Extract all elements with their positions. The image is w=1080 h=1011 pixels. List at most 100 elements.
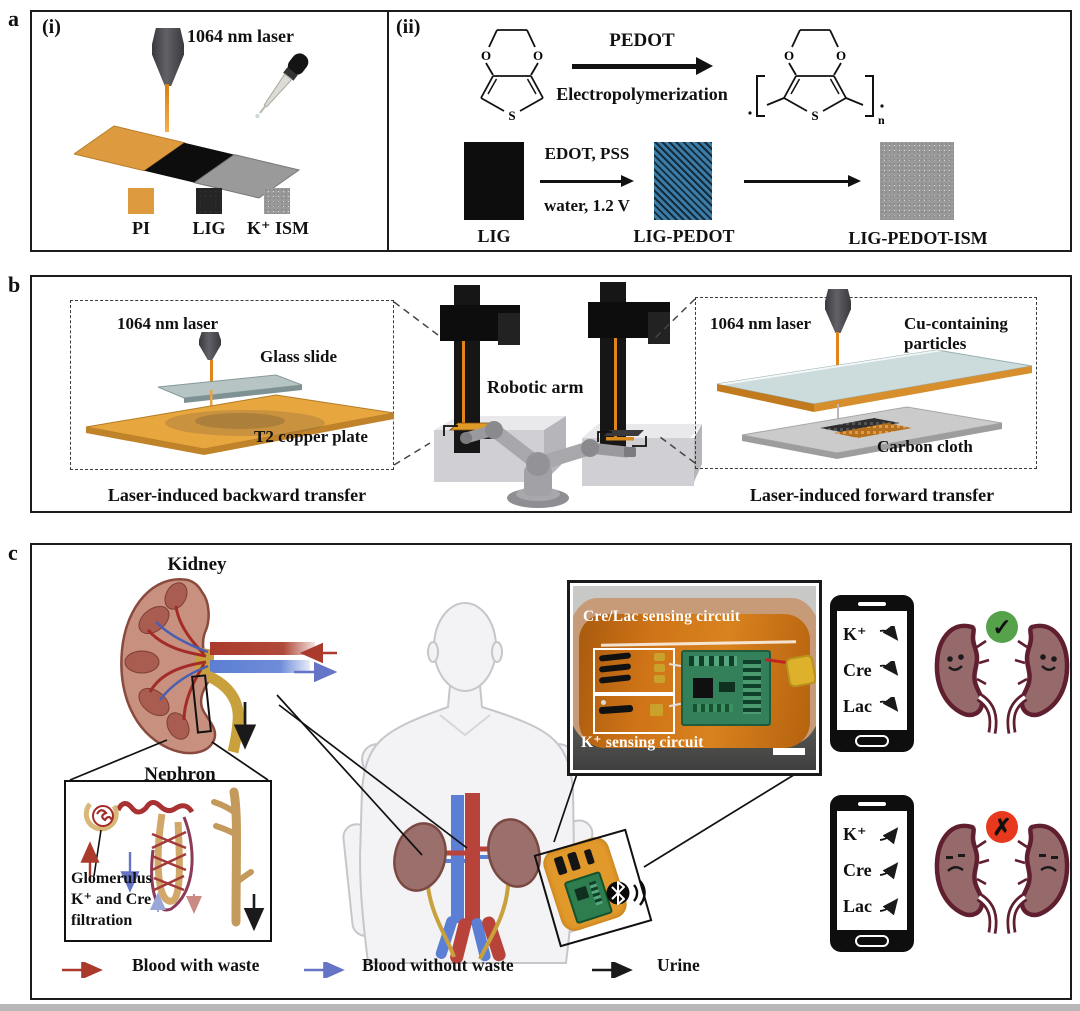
- legend-label-ism: K⁺ ISM: [246, 218, 309, 238]
- reaction-name: PEDOT: [609, 30, 675, 51]
- electrode-pad: [654, 664, 665, 672]
- panel-a-divider: [387, 12, 389, 250]
- trend-up-icon: [879, 862, 899, 880]
- battery-connector: [784, 653, 816, 689]
- carbon-cloth-label: Carbon cloth: [877, 437, 973, 456]
- phone-home-button: [855, 735, 889, 747]
- kidney-title: Kidney: [167, 554, 227, 575]
- svg-text:O: O: [533, 48, 543, 63]
- step1-conditions: water, 1.2 V: [544, 196, 630, 215]
- laser-label-a: 1064 nm laser: [187, 26, 294, 46]
- pcb-chip: [693, 678, 713, 698]
- filtration-note-line1: Glomerulus: [71, 870, 152, 887]
- laser-label-b-left: 1064 nm laser: [117, 314, 219, 333]
- legend-label-pi: PI: [132, 218, 150, 238]
- analyte-row: Lac: [843, 696, 901, 717]
- backward-transfer-box: [70, 300, 394, 470]
- backward-transfer-caption: Laser-induced backward transfer: [107, 485, 367, 505]
- pcb-pads: [689, 656, 737, 666]
- panel-c: Kidney Nephron: [30, 543, 1072, 1000]
- trend-up-icon: [879, 826, 899, 844]
- svg-text:S: S: [811, 108, 818, 123]
- unhealthy-kidneys-icon: ✗: [934, 811, 1070, 934]
- stage-square-ism: [880, 142, 954, 220]
- legend-swatch-ism: [264, 188, 290, 214]
- trend-down-icon: [879, 661, 899, 677]
- forward-transfer-box: [695, 297, 1037, 469]
- analyte-label: Lac: [843, 895, 872, 916]
- electrode-bar: [598, 674, 632, 684]
- panel-a: (i) 1064 nm laser PI LIG K⁺ ISM (ii): [30, 10, 1072, 252]
- crelac-electrode-box: [593, 648, 675, 694]
- stage-square-lig: [464, 142, 524, 220]
- k-circuit-label: K⁺ sensing circuit: [581, 734, 704, 751]
- electrode-dot: [601, 700, 606, 705]
- legend-label-blood-clean: Blood without waste: [362, 955, 514, 975]
- electrode-bar: [598, 652, 632, 662]
- electrode-bar: [598, 704, 634, 715]
- panel-a-letter: a: [8, 6, 19, 31]
- svg-text:O: O: [836, 48, 846, 63]
- panel-b-connectors: [393, 298, 696, 466]
- phone-screen: K⁺ Cre Lac: [837, 811, 907, 930]
- phone-home-button: [855, 935, 889, 947]
- step2-arrow: [744, 175, 861, 187]
- glass-slide-label: Glass slide: [260, 347, 337, 366]
- svg-text:O: O: [784, 48, 794, 63]
- phone-speaker: [858, 602, 886, 606]
- electrode-pad: [654, 675, 665, 683]
- sensing-pcb: [681, 650, 771, 726]
- analyte-label: Cre: [843, 659, 872, 680]
- healthy-kidneys-icon: ✓: [934, 611, 1070, 734]
- analyte-row: Cre: [843, 660, 901, 681]
- analyte-label: Lac: [843, 695, 872, 716]
- bottom-strip: [0, 1004, 1080, 1011]
- phone-speaker: [858, 802, 886, 806]
- stage-label-lig: LIG: [477, 226, 511, 246]
- legend-arrow-blood-clean: [304, 962, 345, 978]
- panel-b-letter: b: [8, 272, 21, 297]
- filtration-note-line3: filtration: [71, 912, 133, 929]
- legend-arrow-blood-waste: [62, 962, 103, 978]
- stage-square-lig-pedot: [654, 142, 712, 220]
- cross-icon: ✗: [992, 815, 1011, 840]
- svg-text:O: O: [481, 48, 491, 63]
- analyte-row: K⁺: [843, 624, 901, 645]
- laser-nozzle-icon: [152, 28, 184, 86]
- filtration-note-line2: K⁺ and Cre: [71, 891, 152, 908]
- legend-label-urine: Urine: [657, 955, 700, 975]
- device-photo: Cre/Lac sensing circuit: [573, 586, 816, 770]
- dropper-icon: [255, 53, 309, 119]
- trend-down-icon: [879, 697, 899, 712]
- legend-label-lig: LIG: [192, 218, 226, 238]
- kidney-illustration: [120, 578, 315, 755]
- nephron-graphic: [80, 787, 265, 932]
- robotic-station-graphic: [434, 282, 702, 508]
- svg-text:S: S: [508, 108, 515, 123]
- copper-plate-label: T2 copper plate: [254, 427, 368, 446]
- reaction-method: Electropolymerization: [556, 84, 728, 104]
- analyte-row: K⁺: [843, 824, 901, 845]
- stage-label-ism: LIG-PEDOT-ISM: [848, 228, 988, 248]
- scale-bar: [773, 748, 805, 755]
- electrode-bar: [598, 663, 632, 673]
- panel-c-letter: c: [8, 540, 18, 565]
- step1-reagents: EDOT, PSS: [544, 144, 630, 163]
- check-icon: ✓: [992, 615, 1011, 640]
- subpanel-ii-tag: (ii): [396, 16, 421, 38]
- status-bad-circle: [986, 811, 1018, 843]
- analyte-row: Lac: [843, 896, 901, 917]
- bluetooth-icon: [606, 880, 646, 906]
- pcb-chip: [719, 682, 735, 692]
- analyte-label: Cre: [843, 859, 872, 880]
- film-strip-graphic: [74, 125, 301, 199]
- trend-up-icon: [879, 898, 899, 916]
- device-photo-frame: Cre/Lac sensing circuit: [567, 580, 822, 776]
- robotic-arm-label: Robotic arm: [487, 377, 584, 397]
- edot-molecule: O O S: [480, 29, 544, 123]
- phone-healthy: K⁺ Cre Lac: [830, 595, 914, 752]
- panel-b: 1064 nm laser Glass slide T2 copper plat…: [30, 275, 1072, 513]
- analyte-label: K⁺: [843, 624, 867, 645]
- crelac-circuit-label: Cre/Lac sensing circuit: [583, 608, 741, 625]
